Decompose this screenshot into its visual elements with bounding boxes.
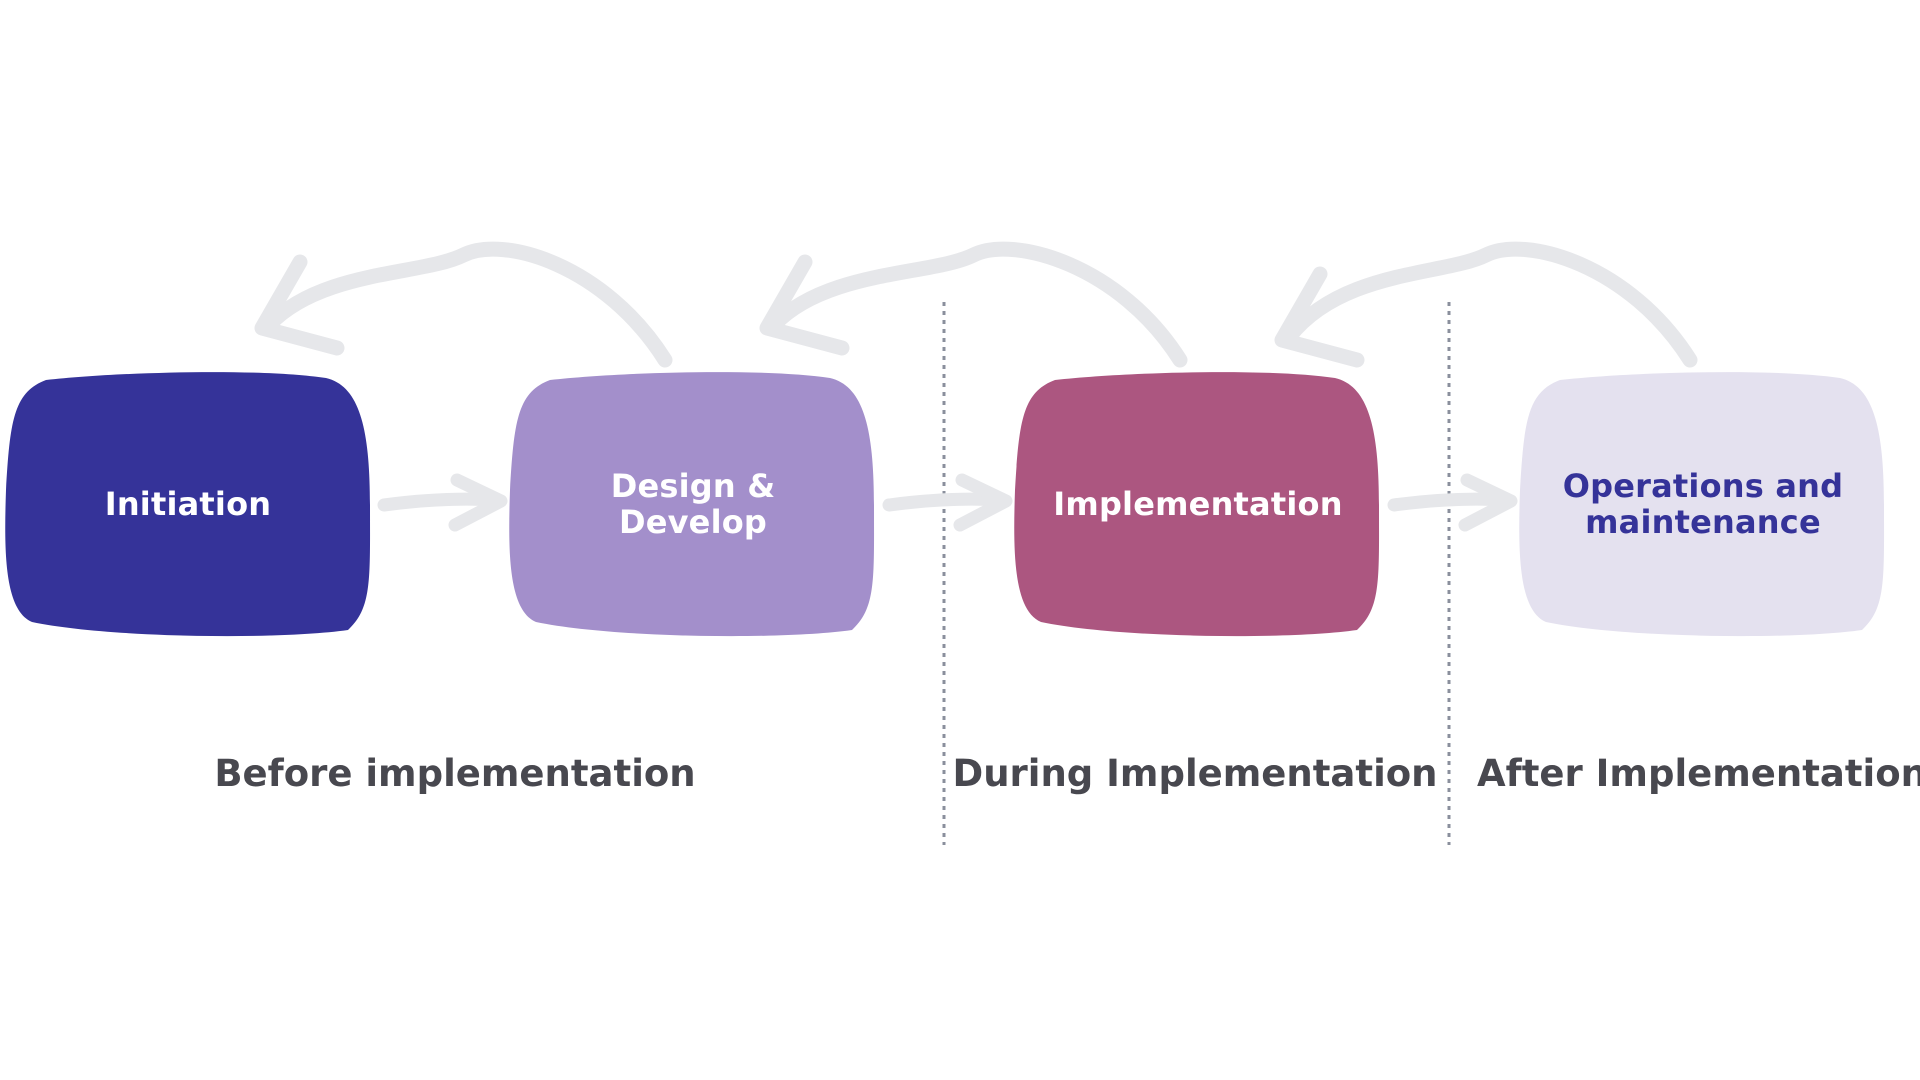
phase-before-implementation: Before implementation xyxy=(214,752,696,795)
stage-implementation-label: Implementation xyxy=(1053,485,1343,523)
forward-arrowhead-3 xyxy=(1458,473,1518,532)
stage-design-develop-label: Design & Develop xyxy=(610,467,776,541)
stage-design-develop-shape xyxy=(509,372,875,637)
feedback-arc-3 xyxy=(1282,241,1698,368)
stage-initiation-shape xyxy=(5,372,371,637)
stage-implementation-shape xyxy=(1014,372,1380,637)
feedback-arrowhead-3 xyxy=(1274,266,1365,368)
stage-design-develop: Design & Develop xyxy=(512,370,874,638)
stage-operations-label: Operations and maintenance xyxy=(1562,467,1844,541)
feedback-arrowhead-2 xyxy=(759,254,850,356)
feedback-arrowhead-1 xyxy=(254,254,345,356)
stage-operations: Operations and maintenance xyxy=(1522,370,1884,638)
forward-arrow-2 xyxy=(882,492,1007,512)
stage-initiation: Initiation xyxy=(8,370,368,638)
forward-arrowhead-2 xyxy=(953,473,1013,532)
stage-operations-shape xyxy=(1519,372,1885,637)
phase-during-implementation: During Implementation xyxy=(952,752,1438,795)
forward-arrow-1 xyxy=(377,492,502,512)
stage-initiation-label: Initiation xyxy=(104,485,272,523)
forward-arrowhead-1 xyxy=(448,473,508,532)
feedback-arc-1 xyxy=(262,241,673,368)
phase-after-implementation: After Implementation xyxy=(1477,752,1920,795)
forward-arrow-3 xyxy=(1387,492,1512,512)
stage-implementation: Implementation xyxy=(1017,370,1379,638)
feedback-arc-2 xyxy=(767,241,1188,368)
